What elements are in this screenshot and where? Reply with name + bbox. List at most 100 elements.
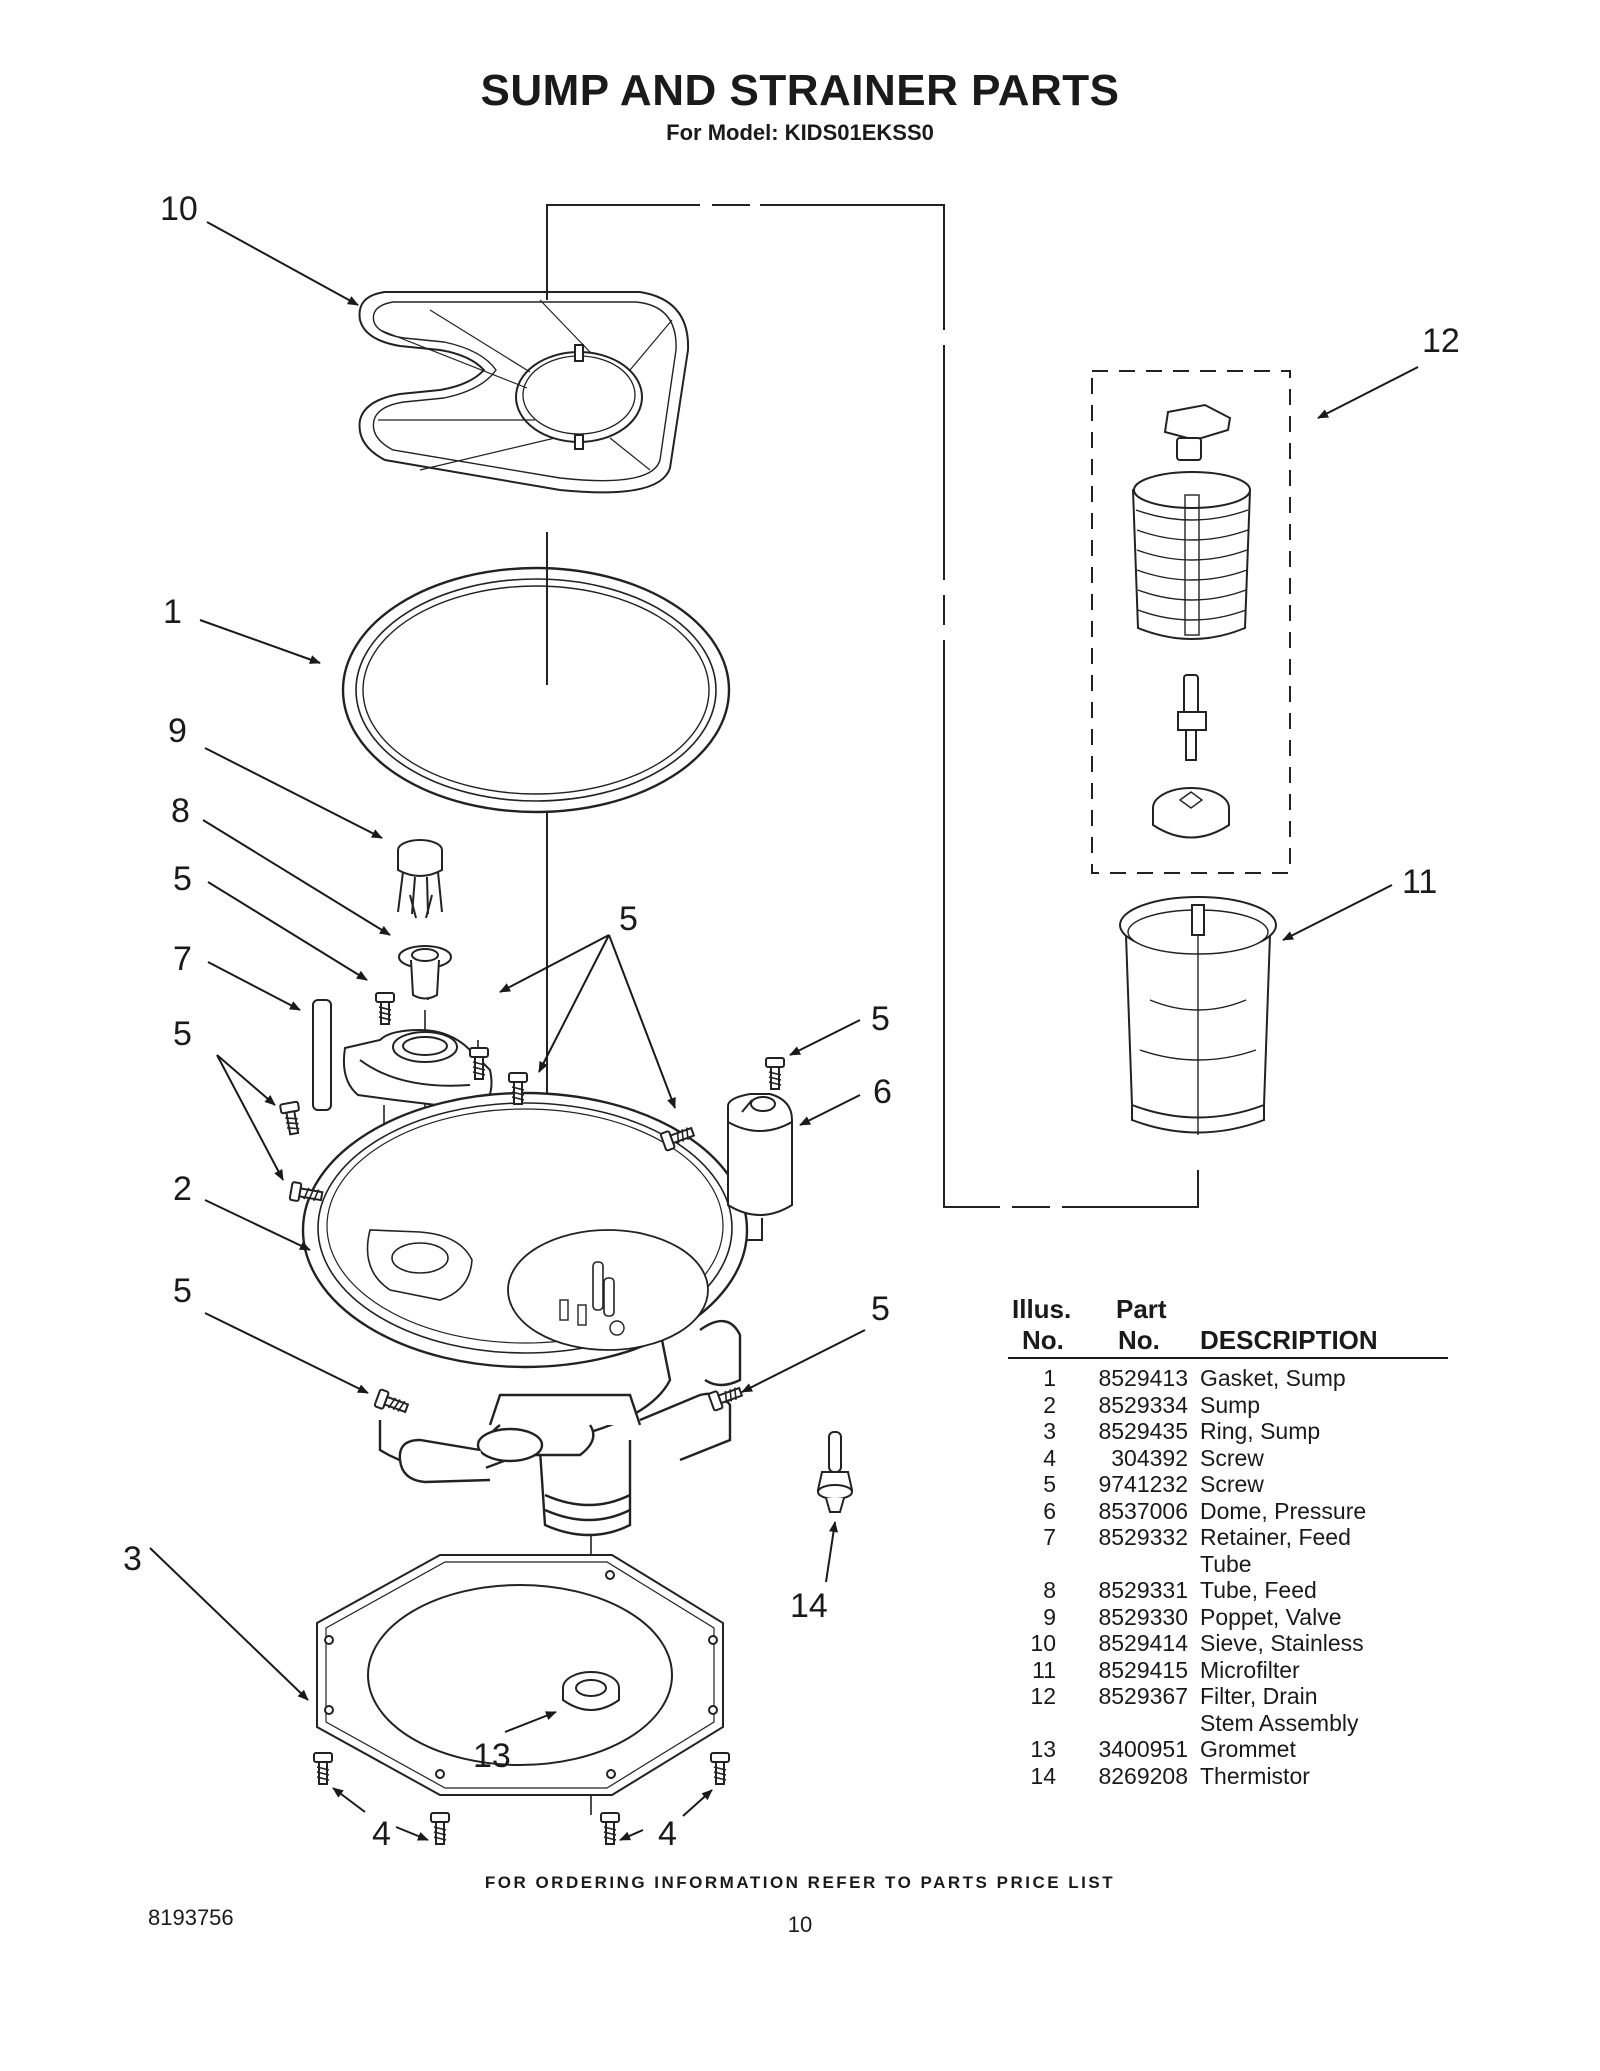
table-row: Tube (1008, 1551, 1448, 1578)
page-title: SUMP AND STRAINER PARTS (480, 66, 1120, 115)
grommet-part-13 (562, 1671, 620, 1711)
ordering-note: FOR ORDERING INFORMATION REFER TO PARTS … (484, 1873, 1116, 1892)
sump-gasket-part-1 (341, 566, 731, 814)
table-row: 2 8529334 Sump (1008, 1392, 1448, 1419)
illus-no-cell: 3 (1043, 1418, 1056, 1444)
feed-tube-retainer-part-7 (312, 999, 493, 1112)
description-cell: Stem Assembly (1200, 1709, 1359, 1736)
poppet-valve-part-9 (397, 839, 443, 919)
part-no-cell: 8537006 (1098, 1497, 1188, 1524)
description-cell: Sieve, Stainless (1200, 1630, 1364, 1656)
leader-arrows (149, 221, 1419, 1841)
part-no-cell: 8529334 (1098, 1391, 1188, 1418)
illus-no-cell (1008, 1710, 1056, 1737)
header-description: DESCRIPTION (1200, 1325, 1378, 1355)
table-row: Stem Assembly (1008, 1710, 1448, 1737)
part-no-cell: 8269208 (1098, 1762, 1188, 1789)
description-cell: Poppet, Valve (1200, 1603, 1342, 1630)
callout-4: 4 (658, 1815, 677, 1853)
part-no-cell: 8529413 (1098, 1365, 1188, 1391)
document-number: 8193756 (148, 1905, 234, 1930)
thermistor-part-14 (816, 1431, 854, 1513)
part-no-cell: 304392 (1111, 1444, 1188, 1471)
part-no-cell: 8529415 (1098, 1656, 1188, 1683)
part-no-cell: 8529332 (1098, 1524, 1188, 1550)
table-row: 7 8529332 Retainer, Feed (1008, 1524, 1448, 1551)
table-row: 3 8529435 Ring, Sump (1008, 1418, 1448, 1445)
illus-no-cell: 9 (1043, 1603, 1056, 1630)
header-illus: Illus. (1012, 1294, 1072, 1324)
callout-11: 11 (1402, 863, 1437, 901)
description-cell: Screw (1200, 1471, 1264, 1497)
callout-10: 10 (160, 190, 198, 228)
header-part: Part (1116, 1294, 1167, 1324)
illus-no-cell: 2 (1043, 1391, 1056, 1418)
description-cell: Ring, Sump (1200, 1418, 1321, 1444)
callout-5: 5 (173, 1015, 192, 1053)
part-no-cell: 8529331 (1098, 1577, 1188, 1603)
table-row: 10 8529414 Sieve, Stainless (1008, 1630, 1448, 1657)
parts-list-table: Illus. No. Part No. DESCRIPTION 1 8529413… (1008, 1295, 1448, 1789)
illus-no-cell (1008, 1551, 1056, 1578)
callout-7: 7 (173, 940, 192, 978)
table-row: 9 8529330 Poppet, Valve (1008, 1604, 1448, 1631)
table-row: 5 9741232 Screw (1008, 1471, 1448, 1498)
description-cell: Tube (1200, 1550, 1252, 1577)
part-no-cell (1056, 1551, 1188, 1578)
callout-9: 9 (168, 712, 187, 750)
description-cell: Filter, Drain (1200, 1683, 1318, 1709)
callout-5: 5 (173, 860, 192, 898)
callout-8: 8 (171, 792, 190, 830)
illus-no-cell: 5 (1043, 1471, 1056, 1497)
table-row: 1 8529413 Gasket, Sump (1008, 1365, 1448, 1392)
callout-5: 5 (619, 900, 638, 938)
callout-5: 5 (173, 1272, 192, 1310)
part-no-cell: 9741232 (1098, 1471, 1188, 1497)
illus-no-cell: 10 (1030, 1630, 1056, 1656)
drain-filter-stem-part-12 (1091, 370, 1291, 874)
callout-2: 2 (173, 1170, 192, 1208)
callout-labels: 10 12 1 9 8 5 5 7 5 5 6 11 2 5 5 3 14 13… (123, 190, 1460, 1853)
description-cell: Grommet (1200, 1736, 1296, 1762)
illus-no-cell: 14 (1030, 1762, 1056, 1789)
sump-part-2 (301, 1091, 749, 1537)
callout-4: 4 (372, 1815, 391, 1853)
part-no-cell (1056, 1710, 1188, 1737)
description-cell: Dome, Pressure (1200, 1497, 1367, 1524)
illus-no-cell: 7 (1043, 1524, 1056, 1550)
parts-table-body: 1 8529413 Gasket, Sump 2 8529334 Sump 3 8529435… (1008, 1359, 1448, 1789)
part-no-cell: 8529414 (1098, 1630, 1188, 1656)
description-cell: Thermistor (1200, 1762, 1310, 1789)
description-cell: Sump (1200, 1391, 1261, 1418)
callout-12: 12 (1422, 322, 1460, 360)
table-row: 6 8537006 Dome, Pressure (1008, 1498, 1448, 1525)
callout-5: 5 (871, 1290, 890, 1328)
illus-no-cell: 4 (1043, 1444, 1056, 1471)
callout-5: 5 (871, 1000, 890, 1038)
illus-no-cell: 12 (1030, 1683, 1056, 1709)
part-no-cell: 8529435 (1098, 1418, 1188, 1444)
part-no-cell: 8529367 (1098, 1683, 1188, 1709)
table-row: 4 304392 Screw (1008, 1445, 1448, 1472)
description-cell: Retainer, Feed (1200, 1524, 1351, 1550)
description-cell: Microfilter (1200, 1656, 1300, 1683)
illus-no-cell: 1 (1043, 1365, 1056, 1391)
illus-no-cell: 6 (1043, 1497, 1056, 1524)
sump-ring-part-3 (316, 1554, 724, 1796)
parts-table-header: Illus. No. Part No. DESCRIPTION (1008, 1295, 1448, 1359)
part-no-cell: 8529330 (1098, 1603, 1188, 1630)
description-cell: Gasket, Sump (1200, 1365, 1346, 1391)
header-part-no: No. (1118, 1325, 1160, 1355)
description-cell: Tube, Feed (1200, 1577, 1317, 1603)
header-illus-no: No. (1022, 1325, 1064, 1355)
sieve-part-10 (358, 291, 690, 494)
callout-1: 1 (163, 593, 182, 631)
callout-14: 14 (790, 1587, 828, 1625)
callout-13: 13 (473, 1737, 511, 1775)
callout-3: 3 (123, 1540, 142, 1578)
description-cell: Screw (1200, 1444, 1264, 1471)
